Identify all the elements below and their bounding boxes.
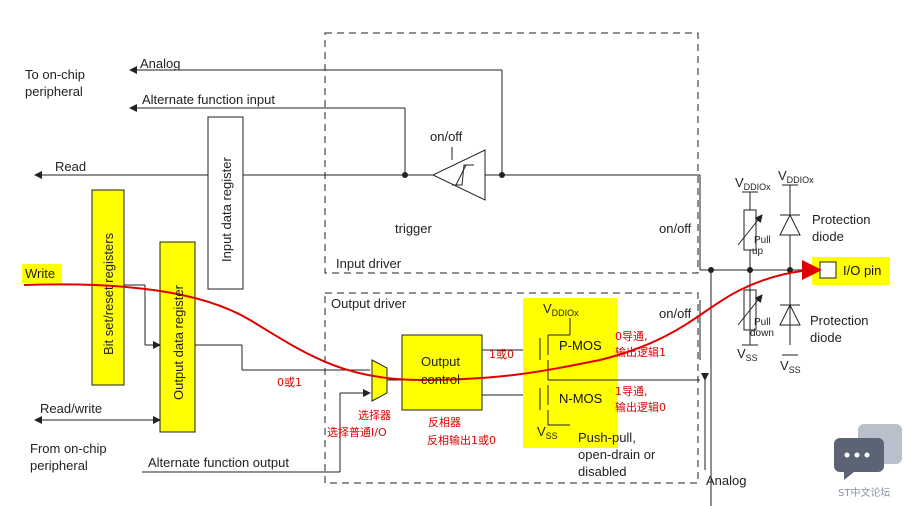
selector-mux — [371, 359, 388, 402]
label-protection-diode-2b: diode — [810, 330, 842, 345]
io-pin-square — [819, 261, 837, 279]
note-select-normal-io: 选择普通I/O — [327, 425, 387, 439]
label-pull-up-1: Pull — [754, 235, 771, 246]
label-output-driver: Output driver — [331, 296, 407, 311]
vdd-label-2: VDDIOx — [778, 168, 814, 185]
label-to-onchip-2: peripheral — [25, 84, 83, 99]
protection-diode-top — [779, 213, 801, 236]
note-one-or-zero: 1或0 — [489, 348, 514, 361]
note-pmos-1: 0导通, — [615, 330, 648, 343]
input-driver-box — [324, 32, 699, 274]
signal-path — [23, 260, 822, 382]
label-input-driver: Input driver — [336, 256, 402, 271]
vss-label-2: VSS — [780, 358, 801, 375]
label-read-write: Read/write — [40, 401, 102, 416]
label-write: Write — [25, 266, 55, 281]
label-protection-diode-2a: Protection — [810, 313, 869, 328]
label-push-pull-3: disabled — [578, 464, 626, 479]
label-push-pull-1: Push-pull, — [578, 430, 636, 445]
output-control-label-1: Output — [421, 354, 460, 369]
label-analog-top: Analog — [140, 56, 180, 71]
vdd-label-mos: VDDIOx — [543, 301, 579, 318]
output-control-label-2: control — [421, 372, 460, 387]
bit-set-reset-registers — [91, 189, 125, 386]
note-pmos-2: 输出逻辑1 — [615, 345, 666, 359]
pmos-label: P-MOS — [559, 338, 602, 353]
label-analog-bottom: Analog — [706, 473, 746, 488]
label-pull-down-1: Pull — [754, 317, 771, 328]
label-push-pull-2: open-drain or — [578, 447, 656, 462]
vss-label-mos: VSS — [537, 424, 558, 441]
output-data-register-label: Output data register — [171, 284, 186, 400]
output-control-block — [401, 334, 483, 411]
schmitt-trigger-symbol — [431, 149, 486, 201]
input-data-register-label: Input data register — [219, 157, 234, 262]
label-protection-diode-1b: diode — [812, 229, 844, 244]
label-io-pin: I/O pin — [843, 263, 881, 278]
note-nmos-2: 输出逻辑0 — [615, 400, 666, 414]
label-on-off-right-top: on/off — [659, 221, 692, 236]
label-pull-down-2: down — [750, 328, 774, 339]
label-alt-func-output: Alternate function output — [148, 455, 289, 470]
label-alt-func-input: Alternate function input — [142, 92, 275, 107]
nmos-label: N-MOS — [559, 391, 603, 406]
label-to-onchip-1: To on-chip — [25, 67, 85, 82]
label-read: Read — [55, 159, 86, 174]
note-nmos-1: 1导通, — [615, 385, 648, 398]
vdd-label-1: VDDIOx — [735, 175, 771, 192]
label-pull-up-2: up — [752, 246, 764, 257]
output-driver-box — [324, 292, 699, 484]
note-selector: 选择器 — [358, 408, 391, 422]
bit-set-reset-label: Bit set/reset registers — [101, 232, 116, 355]
label-on-off-right-bottom: on/off — [659, 306, 692, 321]
label-trigger: trigger — [395, 221, 433, 236]
note-zero-or-one: 0或1 — [277, 376, 302, 389]
note-inverter-output: 反相输出1或0 — [427, 433, 496, 447]
label-from-onchip-1: From on-chip — [30, 441, 107, 456]
input-data-register — [207, 116, 244, 290]
watermark-text: ST中文论坛 — [838, 486, 890, 499]
write-highlight — [22, 264, 62, 283]
forum-logo-icon — [834, 424, 902, 480]
label-on-off-top: on/off — [430, 129, 463, 144]
label-from-onchip-2: peripheral — [30, 458, 88, 473]
vss-label-1: VSS — [737, 346, 758, 363]
label-protection-diode-1a: Protection — [812, 212, 871, 227]
output-data-register — [159, 241, 196, 433]
note-inverter: 反相器 — [428, 416, 461, 429]
